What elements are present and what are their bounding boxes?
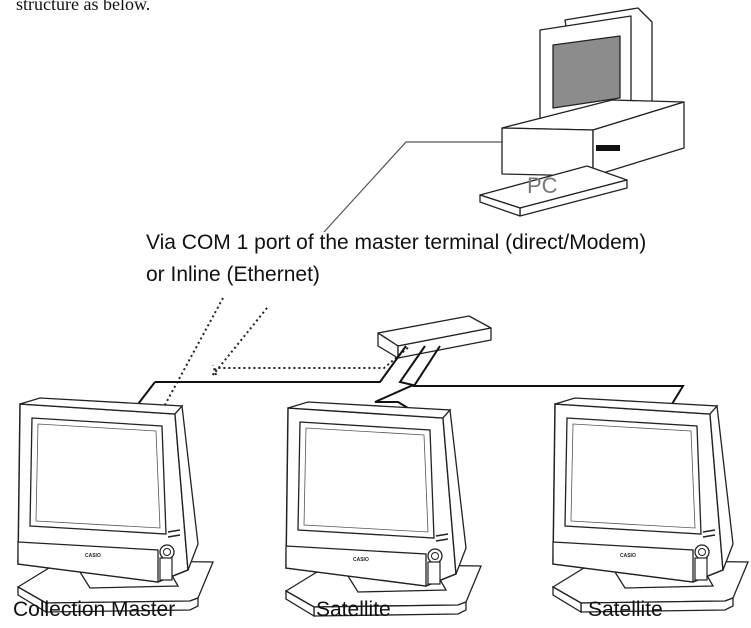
- terminal-satellite-1: CASIO: [285, 401, 482, 617]
- connection-note-line2: or Inline (Ethernet): [146, 263, 320, 286]
- pc-label: PC: [527, 173, 558, 198]
- intro-text: structure as below.: [16, 0, 151, 14]
- pc-drive-slot: [596, 145, 620, 151]
- terminal-label-collection-master: Collection Master: [13, 598, 176, 621]
- terminal-logo: CASIO: [620, 553, 636, 559]
- terminal-label-satellite-1: Satellite: [316, 598, 391, 621]
- pc-computer: PC: [479, 7, 685, 217]
- terminal-collection-master: CASIO: [17, 397, 214, 613]
- dotted-cables: [159, 297, 411, 415]
- terminal-logo: CASIO: [85, 553, 101, 559]
- terminal-logo: CASIO: [353, 557, 369, 563]
- network-cables: [134, 345, 685, 409]
- pc-cable: [323, 141, 503, 233]
- connection-note-line1: Via COM 1 port of the master terminal (d…: [146, 231, 647, 254]
- pc-screen: [552, 35, 621, 109]
- terminal-satellite-2: CASIO: [552, 397, 749, 613]
- network-hub: [377, 315, 492, 359]
- terminal-label-satellite-2: Satellite: [588, 598, 663, 621]
